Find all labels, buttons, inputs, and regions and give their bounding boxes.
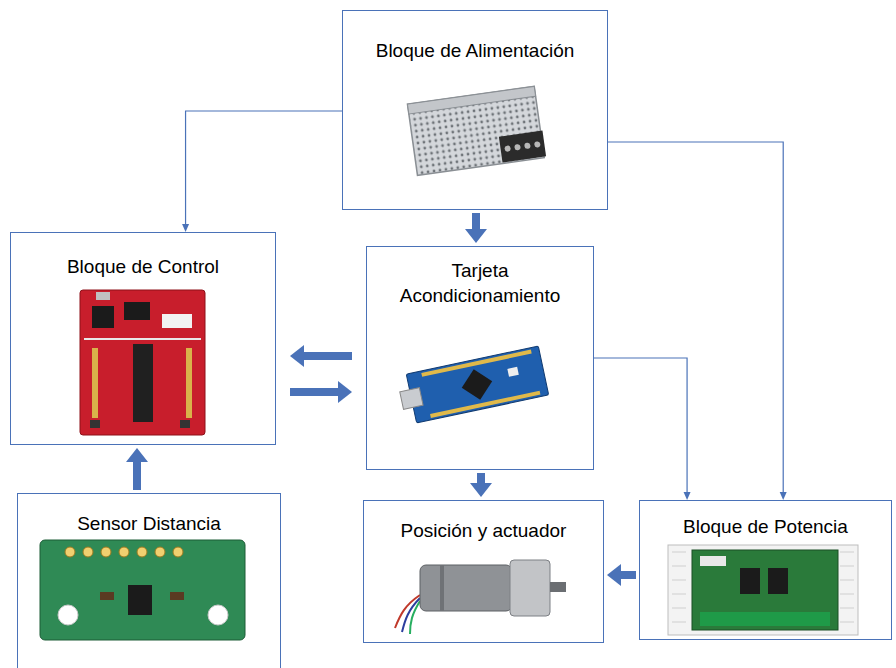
box-title: Bloque de Potencia (649, 515, 882, 540)
arrow-head (607, 564, 621, 586)
arrow-head (182, 224, 189, 232)
connector-line (300, 352, 352, 360)
component-box: Bloque de Potencia (639, 500, 892, 640)
connector-arrow (607, 564, 636, 586)
motor-picture (395, 560, 566, 634)
launchpad-picture (80, 290, 205, 435)
arrow-head (465, 229, 487, 243)
box-title: Bloque de Control (20, 255, 266, 280)
component-box: Bloque de Control (10, 232, 276, 445)
box-title: Posición y actuador (373, 519, 594, 544)
box-title: Sensor Distancia (27, 512, 271, 537)
connector-line (133, 458, 141, 490)
arrow-head (290, 345, 304, 367)
connector-arrow (465, 213, 487, 243)
connector-line (186, 111, 342, 226)
connector-arrow (608, 142, 787, 500)
power-supply-picture (407, 86, 546, 175)
connector-line (290, 388, 342, 396)
connector-arrow (470, 473, 492, 497)
component-box: Tarjeta Acondicionamiento (366, 246, 594, 470)
component-box: Sensor Distancia (17, 493, 281, 668)
box-title: Tarjeta Acondicionamiento (385, 259, 575, 308)
arduino-nano-picture (396, 346, 548, 425)
connector-arrow (290, 345, 352, 367)
component-box: Bloque de Alimentación (342, 10, 608, 210)
connector-arrow (594, 358, 691, 500)
box-title: Bloque de Alimentación (352, 39, 598, 64)
arrow-head (684, 492, 691, 500)
connector-line (608, 142, 783, 494)
connector-arrow (290, 381, 352, 403)
arrow-head (470, 483, 492, 497)
component-box: Posición y actuador (363, 500, 604, 643)
distance-sensor-picture (40, 540, 245, 640)
connector-arrow (182, 111, 342, 232)
power-driver-picture (668, 545, 858, 635)
connector-arrow (126, 448, 148, 490)
connector-line (594, 358, 687, 494)
arrow-head (126, 448, 148, 462)
arrow-head (338, 381, 352, 403)
arrow-head (780, 492, 787, 500)
